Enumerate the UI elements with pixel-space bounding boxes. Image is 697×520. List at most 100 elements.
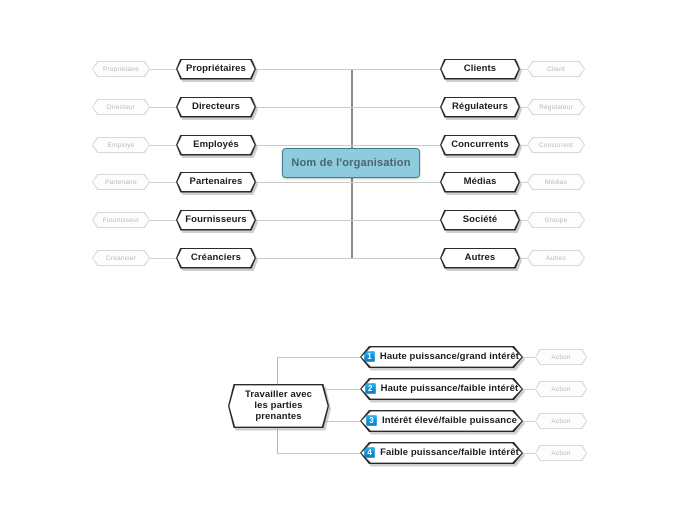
connector-left-2 xyxy=(256,107,351,108)
node-label: Haute puissance/faible intérêt xyxy=(380,383,519,395)
node-right-4[interactable]: Médias xyxy=(440,171,522,195)
ghost-label: Action xyxy=(551,417,571,425)
node-right-6[interactable]: Autres xyxy=(440,247,522,271)
node-label: Autres xyxy=(464,252,496,264)
node-left-4[interactable]: Partenaires xyxy=(176,171,258,195)
connector-right-ghost-4 xyxy=(520,182,527,183)
node-label: Clients xyxy=(463,63,497,75)
number-badge-icon: 4 xyxy=(364,447,376,459)
node-label: Intérêt élevé/faible puissance xyxy=(381,415,517,427)
ghost-node-action-3[interactable]: Action xyxy=(535,413,587,429)
ghost-node-action-4[interactable]: Action xyxy=(535,445,587,461)
node-label: Fournisseurs xyxy=(185,214,247,226)
ghost-fill: Régulateur xyxy=(528,100,584,114)
connector-left-ghost-5 xyxy=(150,220,176,221)
priority-row-content: 1 Haute puissance/grand intérêt xyxy=(363,351,520,363)
node-fill: 1 Haute puissance/grand intérêt xyxy=(361,347,522,367)
node-label: Faible puissance/faible intérêt xyxy=(380,447,519,459)
node-fill: Régulateurs xyxy=(441,97,519,117)
node-fill: Médias xyxy=(441,172,519,192)
connector-left-ghost-1 xyxy=(150,69,176,70)
ghost-node-right-6[interactable]: Autres xyxy=(527,250,585,266)
priority-row-content: 4 Faible puissance/faible intérêt xyxy=(364,447,519,459)
ghost-label: Créancier xyxy=(106,254,136,262)
node-label: Médias xyxy=(463,176,497,188)
node-fill: Société xyxy=(441,210,519,230)
ghost-node-left-1[interactable]: Propriétaire xyxy=(92,61,150,77)
ghost-node-right-2[interactable]: Régulateur xyxy=(527,99,585,115)
number-badge-icon: 2 xyxy=(364,383,376,395)
root-label-line3: prenantes xyxy=(255,411,302,423)
node-label: Haute puissance/grand intérêt xyxy=(379,351,520,363)
connector-left-ghost-2 xyxy=(150,107,176,108)
ghost-label: Action xyxy=(551,353,571,361)
ghost-node-action-2[interactable]: Action xyxy=(535,381,587,397)
node-left-5[interactable]: Fournisseurs xyxy=(176,209,258,233)
node-label: Partenaires xyxy=(189,176,243,188)
ghost-node-left-6[interactable]: Créancier xyxy=(92,250,150,266)
node-right-5[interactable]: Société xyxy=(440,209,522,233)
ghost-node-right-4[interactable]: Médias xyxy=(527,174,585,190)
ghost-label: Action xyxy=(551,385,571,393)
ghost-node-left-5[interactable]: Fournisseur xyxy=(92,212,150,228)
node-label: Employés xyxy=(193,139,239,151)
node-right-1[interactable]: Clients xyxy=(440,58,522,82)
ghost-label: Employé xyxy=(107,141,135,149)
ghost-fill: Directeur xyxy=(93,100,149,114)
connector-bottom-1 xyxy=(277,357,360,358)
ghost-node-right-5[interactable]: Groupe xyxy=(527,212,585,228)
ghost-fill: Fournisseur xyxy=(93,213,149,227)
node-left-6[interactable]: Créanciers xyxy=(176,247,258,271)
number-badge-icon: 1 xyxy=(363,351,375,363)
node-fill: Employés xyxy=(177,135,255,155)
ghost-fill: Action xyxy=(536,414,586,428)
root-label-line2: les parties xyxy=(254,400,303,412)
node-priority-2[interactable]: 2 Haute puissance/faible intérêt xyxy=(360,378,525,403)
ghost-label: Action xyxy=(551,449,571,457)
connector-right-4 xyxy=(351,182,440,183)
node-fill: Fournisseurs xyxy=(177,210,255,230)
ghost-node-action-1[interactable]: Action xyxy=(535,349,587,365)
root-label-line1: Travailler avec xyxy=(244,389,312,401)
node-fill: Concurrents xyxy=(441,135,519,155)
ghost-label: Partenaire xyxy=(105,178,137,186)
ghost-node-left-2[interactable]: Directeur xyxy=(92,99,150,115)
ghost-fill: Créancier xyxy=(93,251,149,265)
node-label: Propriétaires xyxy=(186,63,246,75)
node-left-1[interactable]: Propriétaires xyxy=(176,58,258,82)
node-fill: Clients xyxy=(441,59,519,79)
ghost-fill: Partenaire xyxy=(93,175,149,189)
connector-right-1 xyxy=(351,69,440,70)
ghost-node-left-4[interactable]: Partenaire xyxy=(92,174,150,190)
ghost-fill: Action xyxy=(536,382,586,396)
node-priority-4[interactable]: 4 Faible puissance/faible intérêt xyxy=(360,442,525,467)
node-priority-1[interactable]: 1 Haute puissance/grand intérêt xyxy=(360,346,525,371)
node-left-3[interactable]: Employés xyxy=(176,134,258,158)
node-label: Société xyxy=(462,214,498,226)
ghost-label: Propriétaire xyxy=(103,65,139,73)
node-label: Créanciers xyxy=(190,252,242,264)
ghost-label: Régulateur xyxy=(539,103,573,111)
connector-right-ghost-5 xyxy=(520,220,527,221)
node-right-2[interactable]: Régulateurs xyxy=(440,96,522,120)
ghost-node-right-3[interactable]: Concurrent xyxy=(527,137,585,153)
ghost-node-right-1[interactable]: Client xyxy=(527,61,585,77)
ghost-fill: Autres xyxy=(528,251,584,265)
node-left-2[interactable]: Directeurs xyxy=(176,96,258,120)
ghost-node-left-3[interactable]: Employé xyxy=(92,137,150,153)
connector-right-5 xyxy=(351,220,440,221)
org-name-box[interactable]: Nom de l'organisation xyxy=(282,148,420,178)
connector-bottom-ghost-2 xyxy=(523,389,535,390)
node-priority-3[interactable]: 3 Intérêt élevé/faible puissance xyxy=(360,410,525,435)
connector-left-ghost-3 xyxy=(150,145,176,146)
connector-left-ghost-4 xyxy=(150,182,176,183)
number-badge-icon: 3 xyxy=(365,415,377,427)
node-label: Concurrents xyxy=(451,139,509,151)
node-fill: Directeurs xyxy=(177,97,255,117)
org-name-label: Nom de l'organisation xyxy=(291,157,411,169)
priority-row-content: 2 Haute puissance/faible intérêt xyxy=(364,383,519,395)
node-right-3[interactable]: Concurrents xyxy=(440,134,522,158)
